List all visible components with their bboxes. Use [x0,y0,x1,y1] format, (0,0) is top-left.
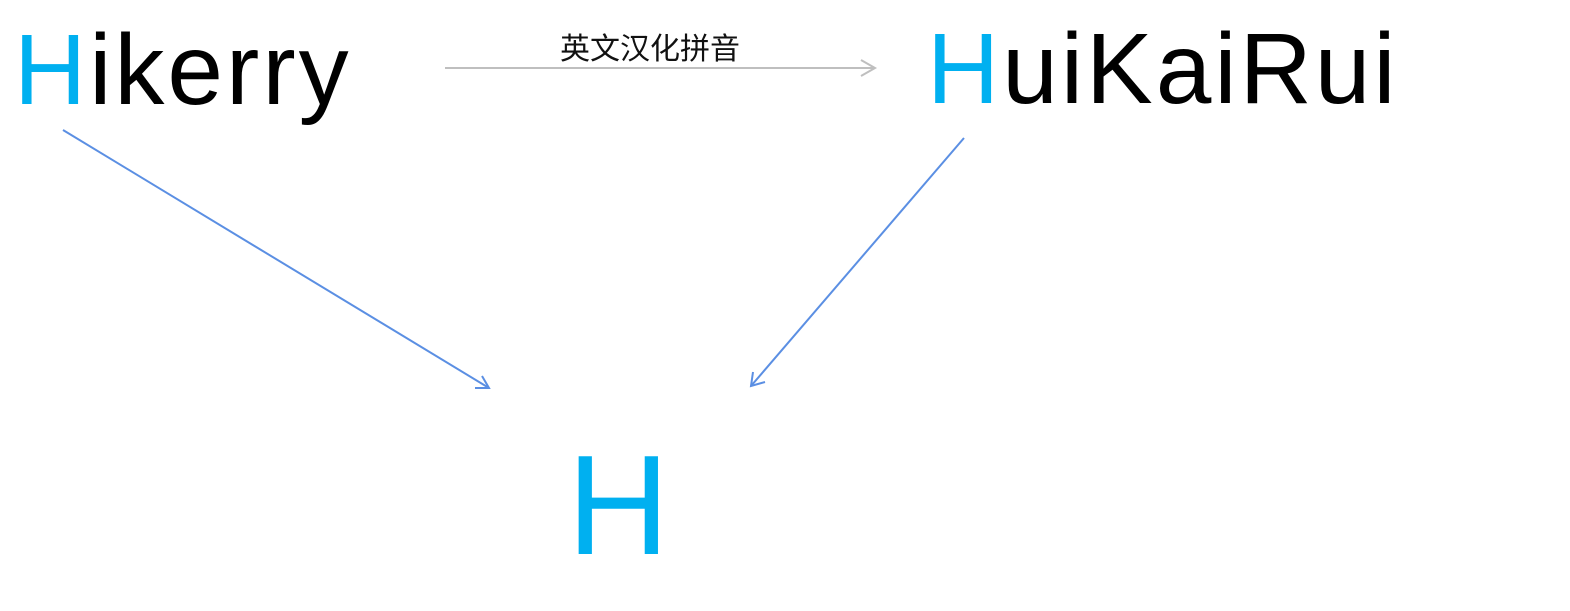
arrow-huikairui-to-h [749,137,965,388]
source-word: Hikerry [14,20,352,120]
result-letter: H [567,426,670,585]
source-word-rest: ikerry [89,14,352,126]
arrow-hikerry-to-h [62,129,491,389]
arrow-label: 英文汉化拼音 [560,32,740,67]
target-word: HuiKaiRui [927,19,1399,119]
target-word-rest: uiKaiRui [1002,13,1399,125]
translation-arrow [445,59,878,77]
source-word-initial: H [14,14,90,126]
target-word-initial: H [927,13,1003,125]
